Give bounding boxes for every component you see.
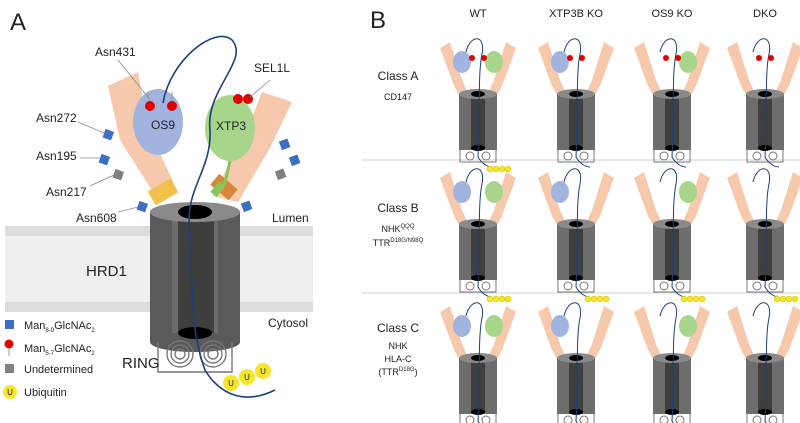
mini-complex-grid (440, 38, 800, 423)
column-header-os9-ko: OS9 KO (652, 8, 693, 20)
os9-binding-patch (147, 178, 179, 206)
class-a-substrate: CD147 (384, 92, 412, 102)
class-c-substrate-2: HLA-C (384, 354, 412, 364)
class-c-substrate-1: NHK (388, 341, 407, 351)
class-c-os9-ko-complex (634, 302, 710, 423)
panel-a-letter: A (10, 9, 26, 36)
xtp3-tail (222, 160, 232, 187)
class-b-xtp3b-ko-complex (538, 168, 614, 303)
xtp3-lectin (485, 315, 503, 337)
legend: Man8-9GlcNAc2 Man5-7GlcNAc2 Undetermined… (3, 320, 95, 399)
xtp3-lectin (485, 181, 503, 203)
sel1l-label: SEL1L (254, 61, 290, 75)
class-a-title: Class A (378, 69, 419, 83)
xtp3-lectin (205, 95, 255, 161)
asn431-label: Asn431 (95, 45, 136, 59)
class-a-xtp3b-ko-complex (538, 38, 614, 168)
class-c-wt-complex (440, 302, 516, 423)
os9-lectin (453, 51, 471, 73)
panel-a: A (3, 9, 313, 399)
class-c-title: Class C (377, 321, 419, 335)
callout-lines (77, 59, 271, 213)
column-header-dko: DKO (753, 8, 777, 20)
class-a-dko-complex (727, 38, 800, 168)
legend-man8-9-swatch (5, 320, 14, 329)
legend-man8-9-label: Man8-9GlcNAc2 (24, 320, 95, 334)
class-a-os9-ko-complex (634, 38, 710, 168)
ub-2-glyph: U (244, 373, 250, 382)
xtp3-label: XTP3 (216, 119, 246, 133)
os9-lectin (551, 181, 569, 203)
os9-lectin (453, 181, 471, 203)
os9-lectin (551, 315, 569, 337)
class-b-substrate-1: NHKQQQ (381, 224, 414, 234)
class-b-dko-complex (727, 168, 800, 303)
class-a-wt-complex (440, 38, 516, 173)
asn195-label: Asn195 (36, 149, 77, 163)
os9-lectin (453, 315, 471, 337)
ub-3-glyph: U (260, 367, 266, 376)
asn272-label: Asn272 (36, 111, 77, 125)
cytosol-label: Cytosol (268, 316, 308, 330)
substrate-chain (162, 35, 276, 398)
panel-b-letter: B (370, 7, 386, 34)
xtp3-lectin (679, 181, 697, 203)
glycan-undetermined (112, 168, 125, 181)
xtp3-lectin (679, 51, 697, 73)
legend-undetermined-label: Undetermined (24, 364, 93, 376)
legend-man5-7-label: Man5-7GlcNAc2 (24, 343, 95, 357)
xtp3-green-patch (210, 181, 226, 197)
os9-lectin (551, 51, 569, 73)
class-b-wt-complex (440, 168, 516, 303)
legend-ubiquitin-glyph: U (7, 388, 13, 397)
lumen-label: Lumen (272, 211, 309, 225)
asn217-label: Asn217 (46, 185, 87, 199)
class-c-substrate-3: (TTRD18G) (378, 367, 417, 377)
class-b-substrate-2: TTRD18G/N98Q (373, 238, 424, 248)
class-b-os9-ko-complex (634, 168, 710, 303)
class-c-dko-complex (727, 302, 800, 423)
legend-ubiquitin-label: Ubiquitin (24, 387, 67, 399)
asn608-label: Asn608 (76, 211, 117, 225)
glycan-undetermined-right (274, 168, 287, 181)
class-c-xtp3b-ko-complex (538, 302, 614, 423)
column-header-xtp3b-ko: XTP3B KO (549, 8, 603, 20)
column-header-wt: WT (469, 8, 486, 20)
legend-man5-7-swatch (4, 339, 14, 349)
os9-label: OS9 (151, 118, 175, 132)
xtp3-lectin (679, 315, 697, 337)
legend-ubiquitin-swatch (3, 385, 17, 399)
glycan-man8-9-group (98, 128, 301, 213)
ubiquitin-chain: U U U (223, 363, 271, 391)
hrd1-cylinder (150, 202, 240, 352)
ub-1-glyph: U (228, 379, 234, 388)
ring-label: RING (122, 355, 160, 372)
class-b-title: Class B (377, 201, 418, 215)
xtp3-lectin (485, 51, 503, 73)
hrd1-label: HRD1 (86, 263, 127, 280)
legend-undetermined-swatch (5, 364, 14, 373)
panel-b: B WT XTP3B KO OS9 KO DKO Class A CD147 C… (362, 7, 800, 423)
